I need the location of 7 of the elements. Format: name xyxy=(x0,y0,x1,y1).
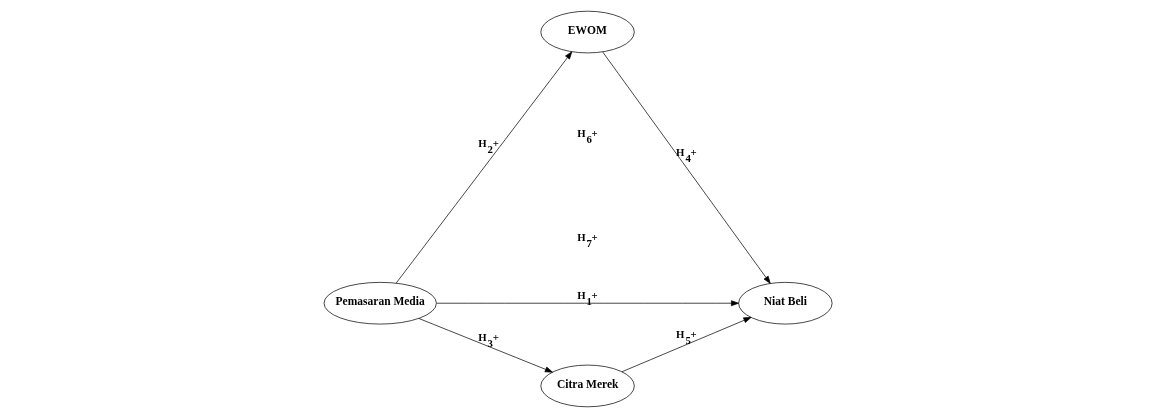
arrow xyxy=(602,51,771,284)
node-ellipse: EWOM xyxy=(540,10,635,54)
arrow xyxy=(436,300,739,307)
arrow xyxy=(621,317,752,373)
node-ellipse: Pemasaran Media xyxy=(323,282,437,325)
arrow xyxy=(418,318,553,373)
arrow xyxy=(395,51,573,284)
